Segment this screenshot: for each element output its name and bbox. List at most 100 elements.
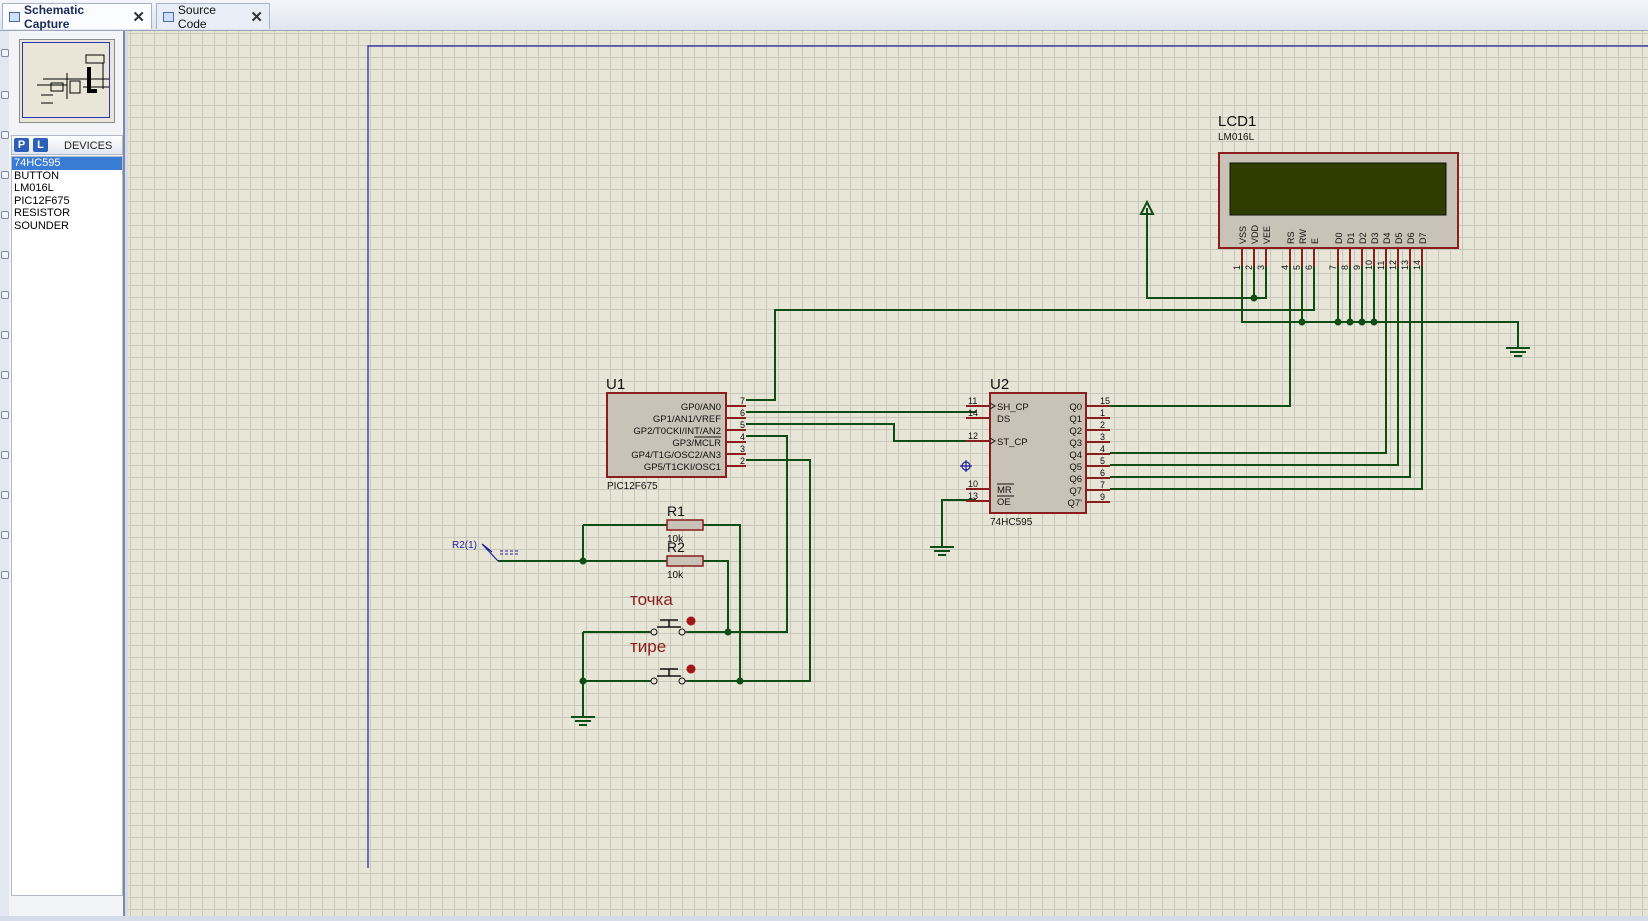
- tab-label: Source Code: [177, 2, 216, 31]
- u1-pin-name: GP2/T0CKI/INT/AN2: [633, 426, 721, 437]
- tool-icon[interactable]: [1, 131, 9, 139]
- power-terminal[interactable]: [1139, 199, 1155, 215]
- device-list-item[interactable]: 74HC595: [12, 157, 122, 170]
- close-icon[interactable]: ✕: [250, 8, 263, 26]
- u2-part: 74HC595: [990, 517, 1033, 528]
- tool-icon[interactable]: [1, 531, 9, 539]
- lcd-pin-number: 8: [1340, 265, 1350, 270]
- u2-pin-number: 7: [1100, 480, 1105, 490]
- resistor-r1[interactable]: R1 10k: [666, 503, 704, 545]
- source-code-icon: [163, 11, 174, 22]
- u1-pin-number: 7: [740, 396, 745, 406]
- u2-pin-number: 11: [968, 396, 977, 406]
- u2-pin-name: OE: [997, 497, 1011, 508]
- u1-ref: U1: [606, 376, 625, 393]
- device-list-item[interactable]: PIC12F675: [14, 194, 70, 207]
- u2-pin-name: Q3: [1069, 438, 1082, 449]
- tool-icon[interactable]: [1, 251, 9, 259]
- tool-icon[interactable]: [1, 211, 9, 219]
- lcd-pin-number: 6: [1304, 265, 1314, 270]
- u2-pin-number: 13: [968, 491, 978, 501]
- u2-pin-name: Q1: [1069, 414, 1082, 425]
- button-dash[interactable]: тире: [630, 637, 696, 685]
- u1-pin-number: 5: [740, 420, 745, 430]
- net-terminal[interactable]: R2(1): [452, 540, 520, 562]
- u2-pin-name: DS: [997, 414, 1010, 425]
- r2-value: 10k: [667, 570, 684, 581]
- actuator-dot-icon[interactable]: [686, 664, 696, 674]
- u1-pin-name: GP5/T1CKI/OSC1: [644, 462, 721, 473]
- u2-pin-name: Q7': [1068, 498, 1083, 509]
- close-icon[interactable]: ✕: [132, 8, 145, 26]
- overview-viewport[interactable]: [22, 42, 110, 118]
- u2-pin-number: 15: [1100, 396, 1110, 406]
- tool-icon[interactable]: [1, 171, 9, 179]
- tool-icon[interactable]: [1, 571, 9, 579]
- devices-title: DEVICES: [64, 140, 113, 152]
- lcd-ref: LCD1: [1218, 113, 1256, 130]
- u2-pin-number: 10: [968, 479, 978, 489]
- tool-icon[interactable]: [1, 491, 9, 499]
- lcd-pin-number: 2: [1244, 265, 1254, 270]
- wires: [498, 208, 1519, 716]
- u1-pin-name: GP3/MCLR: [672, 438, 721, 449]
- u1-pin-name: GP0/AN0: [681, 402, 721, 413]
- lcd-pin-name: VDD: [1250, 224, 1260, 244]
- tab-schematic-capture[interactable]: Schematic Capture ✕: [2, 3, 152, 31]
- u1-pin-number: 3: [740, 444, 745, 454]
- ground-symbols: [571, 347, 1530, 726]
- tab-bar: Schematic Capture ✕ Source Code ✕: [0, 0, 1648, 31]
- actuator-dot-icon[interactable]: [686, 616, 696, 626]
- u2-pin-name: Q2: [1069, 426, 1082, 437]
- u1-pin-number: 2: [740, 456, 745, 466]
- devices-header: P L DEVICES: [11, 135, 123, 155]
- u2-component[interactable]: U2 74HC595 SH_CP11DS14ST_CP12MR10OE13Q01…: [966, 376, 1110, 528]
- tool-icon[interactable]: [1, 291, 9, 299]
- lcd-pin-number: 12: [1388, 260, 1398, 270]
- lcd-pin-number: 10: [1364, 260, 1374, 270]
- tool-icon[interactable]: [1, 451, 9, 459]
- resistor-r2[interactable]: R2 10k: [666, 539, 704, 581]
- lcd-pin-name: RS: [1286, 231, 1296, 244]
- tool-icon[interactable]: [1, 411, 9, 419]
- pick-devices-button[interactable]: P: [14, 138, 29, 152]
- tool-icon[interactable]: [1, 91, 9, 99]
- device-list-item[interactable]: RESISTOR: [14, 207, 71, 219]
- lcd-pin-number: 9: [1352, 265, 1362, 270]
- u2-pin-number: 4: [1100, 444, 1105, 454]
- u1-component[interactable]: U1 PIC12F675 GP0/AN07GP1/AN1/VREF6GP2/T0…: [606, 376, 746, 492]
- lcd-pin-name: D2: [1358, 232, 1368, 244]
- junctions: [579, 294, 1378, 685]
- device-list-item[interactable]: SOUNDER: [14, 219, 70, 232]
- lcd-pin-number: 14: [1412, 260, 1422, 270]
- u2-ref: U2: [990, 376, 1009, 393]
- u2-pin-number: 1: [1100, 408, 1105, 418]
- schematic-drawing[interactable]: LCD1 LM016L VSS1VDD2VEE3RS4RW5E6D07D18D2…: [128, 31, 1648, 916]
- tool-icon[interactable]: [1, 331, 9, 339]
- button-dot[interactable]: точка: [630, 590, 696, 636]
- tool-icon[interactable]: [1, 371, 9, 379]
- lcd-pin-name: D3: [1370, 232, 1380, 244]
- lcd-pin-number: 1: [1232, 265, 1242, 270]
- schematic-icon: [9, 11, 21, 22]
- lcd-pin-name: VEE: [1262, 226, 1272, 244]
- library-button[interactable]: L: [33, 138, 48, 152]
- device-list-item[interactable]: LM016L: [14, 182, 54, 194]
- u2-pin-number: 5: [1100, 456, 1105, 466]
- overview-window[interactable]: [19, 39, 115, 123]
- device-list-item[interactable]: BUTTON: [14, 169, 60, 182]
- lcd-pin-name: D0: [1334, 232, 1344, 244]
- u2-pin-number: 2: [1100, 420, 1105, 430]
- lcd-pin-number: 5: [1292, 265, 1302, 270]
- tool-icon[interactable]: [1, 49, 9, 57]
- lcd1-component[interactable]: LCD1 LM016L VSS1VDD2VEE3RS4RW5E6D07D18D2…: [1218, 113, 1459, 270]
- lcd-pin-name: D7: [1418, 232, 1428, 244]
- lcd-pin-name: VSS: [1238, 226, 1248, 244]
- u2-pin-name: Q5: [1069, 462, 1082, 473]
- overview-thumbnail: [37, 54, 109, 104]
- tab-source-code[interactable]: Source Code ✕: [156, 2, 270, 31]
- origin-crosshair-icon: [960, 460, 972, 472]
